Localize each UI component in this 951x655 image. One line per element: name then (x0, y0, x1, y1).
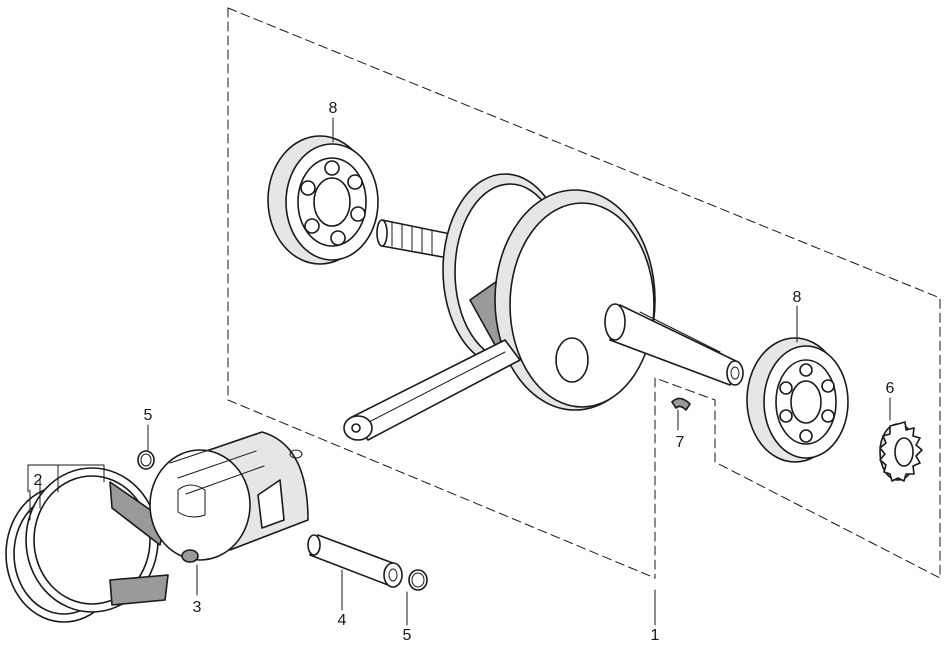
piston (149, 431, 309, 563)
label-woodruff-key: 7 (676, 434, 685, 451)
label-pin-clip-lower: 5 (403, 627, 412, 644)
label-piston: 3 (193, 599, 202, 616)
label-piston-pin: 4 (338, 612, 347, 629)
leader-lines (147, 117, 891, 626)
bearing-right (746, 337, 849, 463)
pin-clip-upper (137, 450, 155, 470)
piston-pin (307, 534, 403, 588)
label-bearing-right: 8 (793, 289, 802, 306)
label-gear: 6 (886, 380, 895, 397)
label-pin-clip-upper: 5 (144, 407, 153, 424)
label-piston-ring-set: 2 (34, 472, 43, 489)
bearing-left (267, 135, 379, 265)
crankshaft (343, 173, 744, 441)
assembly-boundary (227, 7, 941, 579)
woodruff-key (671, 397, 691, 411)
piston-ring-set (5, 464, 169, 623)
label-crankshaft: 1 (651, 627, 660, 644)
gear (879, 421, 923, 482)
label-bearing-left: 8 (329, 100, 338, 117)
pin-clip-lower (408, 569, 428, 591)
